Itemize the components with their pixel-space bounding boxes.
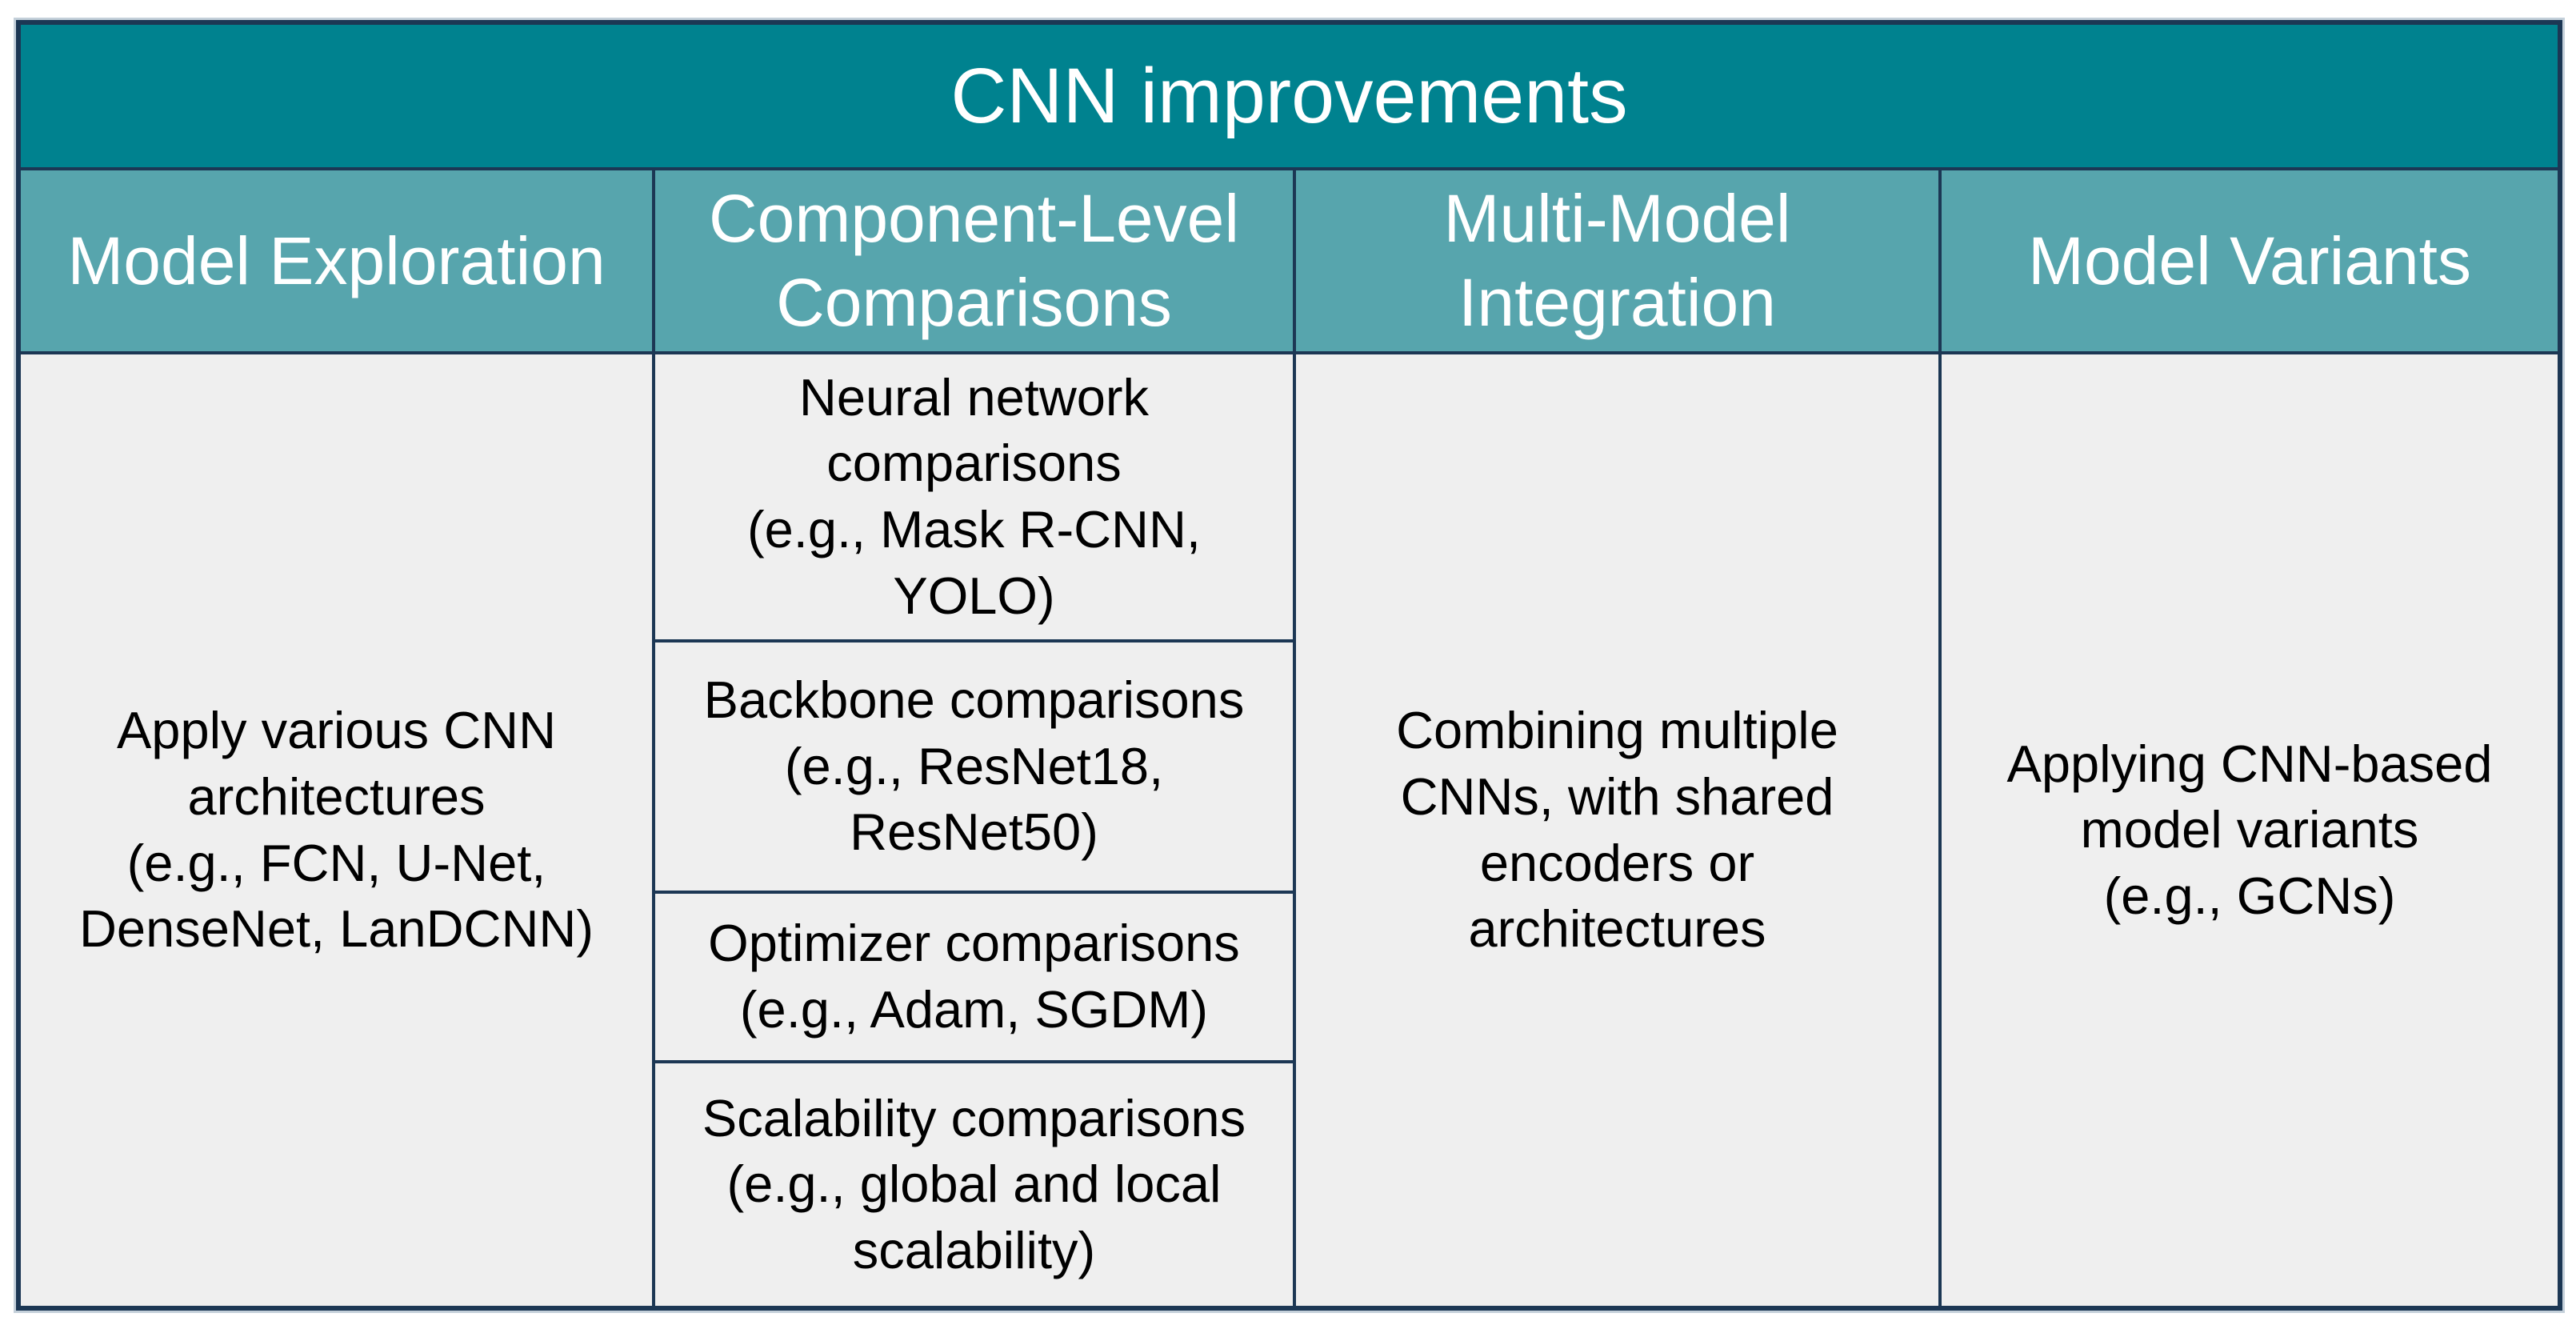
column-header-model-exploration: Model Exploration: [21, 170, 655, 351]
table-title: CNN improvements: [21, 25, 2558, 170]
cell-optimizer-comparisons: Optimizer comparisons (e.g., Adam, SGDM): [655, 894, 1293, 1063]
table-header-row: Model Exploration Component-Level Compar…: [21, 170, 2558, 354]
cell-backbone-comparisons: Backbone comparisons (e.g., ResNet18, Re…: [655, 642, 1293, 894]
cnn-improvements-table: CNN improvements Model Exploration Compo…: [16, 20, 2562, 1311]
column-header-multi-model-integration: Multi-Model Integration: [1296, 170, 1942, 351]
column-header-component-level-comparisons: Component-Level Comparisons: [655, 170, 1296, 351]
cell-neural-network-comparisons: Neural network comparisons (e.g., Mask R…: [655, 354, 1293, 642]
column-component-level-cells: Neural network comparisons (e.g., Mask R…: [655, 354, 1296, 1306]
table-body: Apply various CNN architectures (e.g., F…: [21, 354, 2558, 1306]
cell-multi-model-integration: Combining multiple CNNs, with shared enc…: [1296, 354, 1942, 1306]
column-header-model-variants: Model Variants: [1942, 170, 2558, 351]
cell-model-exploration: Apply various CNN architectures (e.g., F…: [21, 354, 655, 1306]
cell-model-variants: Applying CNN-based model variants (e.g.,…: [1942, 354, 2558, 1306]
cell-scalability-comparisons: Scalability comparisons (e.g., global an…: [655, 1063, 1293, 1306]
